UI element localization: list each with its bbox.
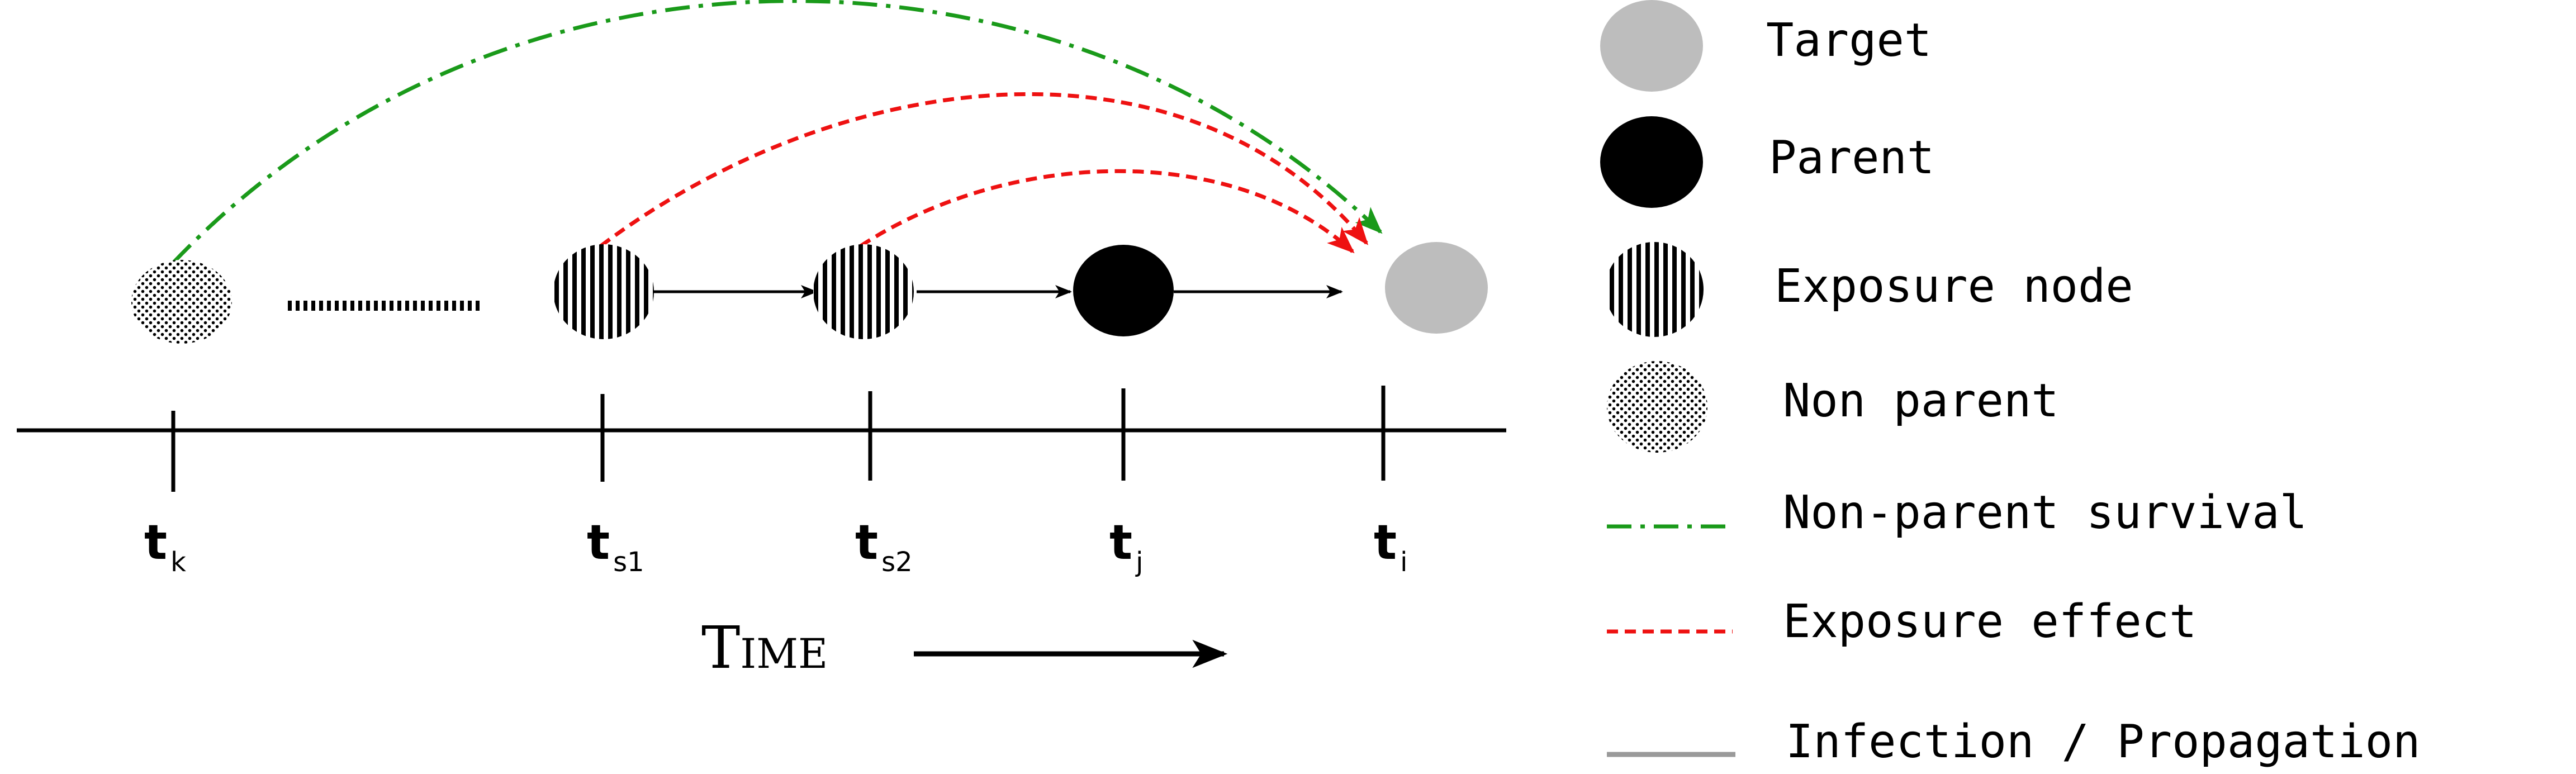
legend-infection-label: Infection / Propagation: [1786, 715, 2420, 768]
legend-exposure-effect-label: Exposure effect: [1783, 595, 2197, 648]
legend-target-swatch: [1600, 0, 1703, 92]
parent-node: [1073, 245, 1174, 336]
exposure-effect-arc-1: [599, 92, 1369, 248]
target-node: [1385, 242, 1488, 334]
non-parent-node: [131, 260, 232, 344]
legend-exposure-label: Exposure node: [1775, 260, 2133, 313]
legend-target-label: Target: [1766, 14, 1932, 67]
non-parent-survival-arc: [172, 0, 1383, 264]
exposure-node-s1: [553, 244, 654, 339]
legend: Target Parent Exposure node Non parent N…: [1600, 0, 2420, 768]
legend-parent-swatch: [1600, 116, 1703, 208]
time-label: Time: [701, 614, 828, 682]
legend-exposure-swatch: [1605, 242, 1704, 337]
exposure-effect-arc-2: [860, 169, 1355, 254]
legend-non-parent-label: Non parent: [1783, 374, 2059, 428]
exposure-node-s2: [813, 244, 914, 339]
legend-non-parent-swatch: [1607, 361, 1707, 453]
legend-non-parent-survival-label: Non-parent survival: [1783, 486, 2307, 539]
legend-parent-label: Parent: [1769, 131, 1934, 184]
